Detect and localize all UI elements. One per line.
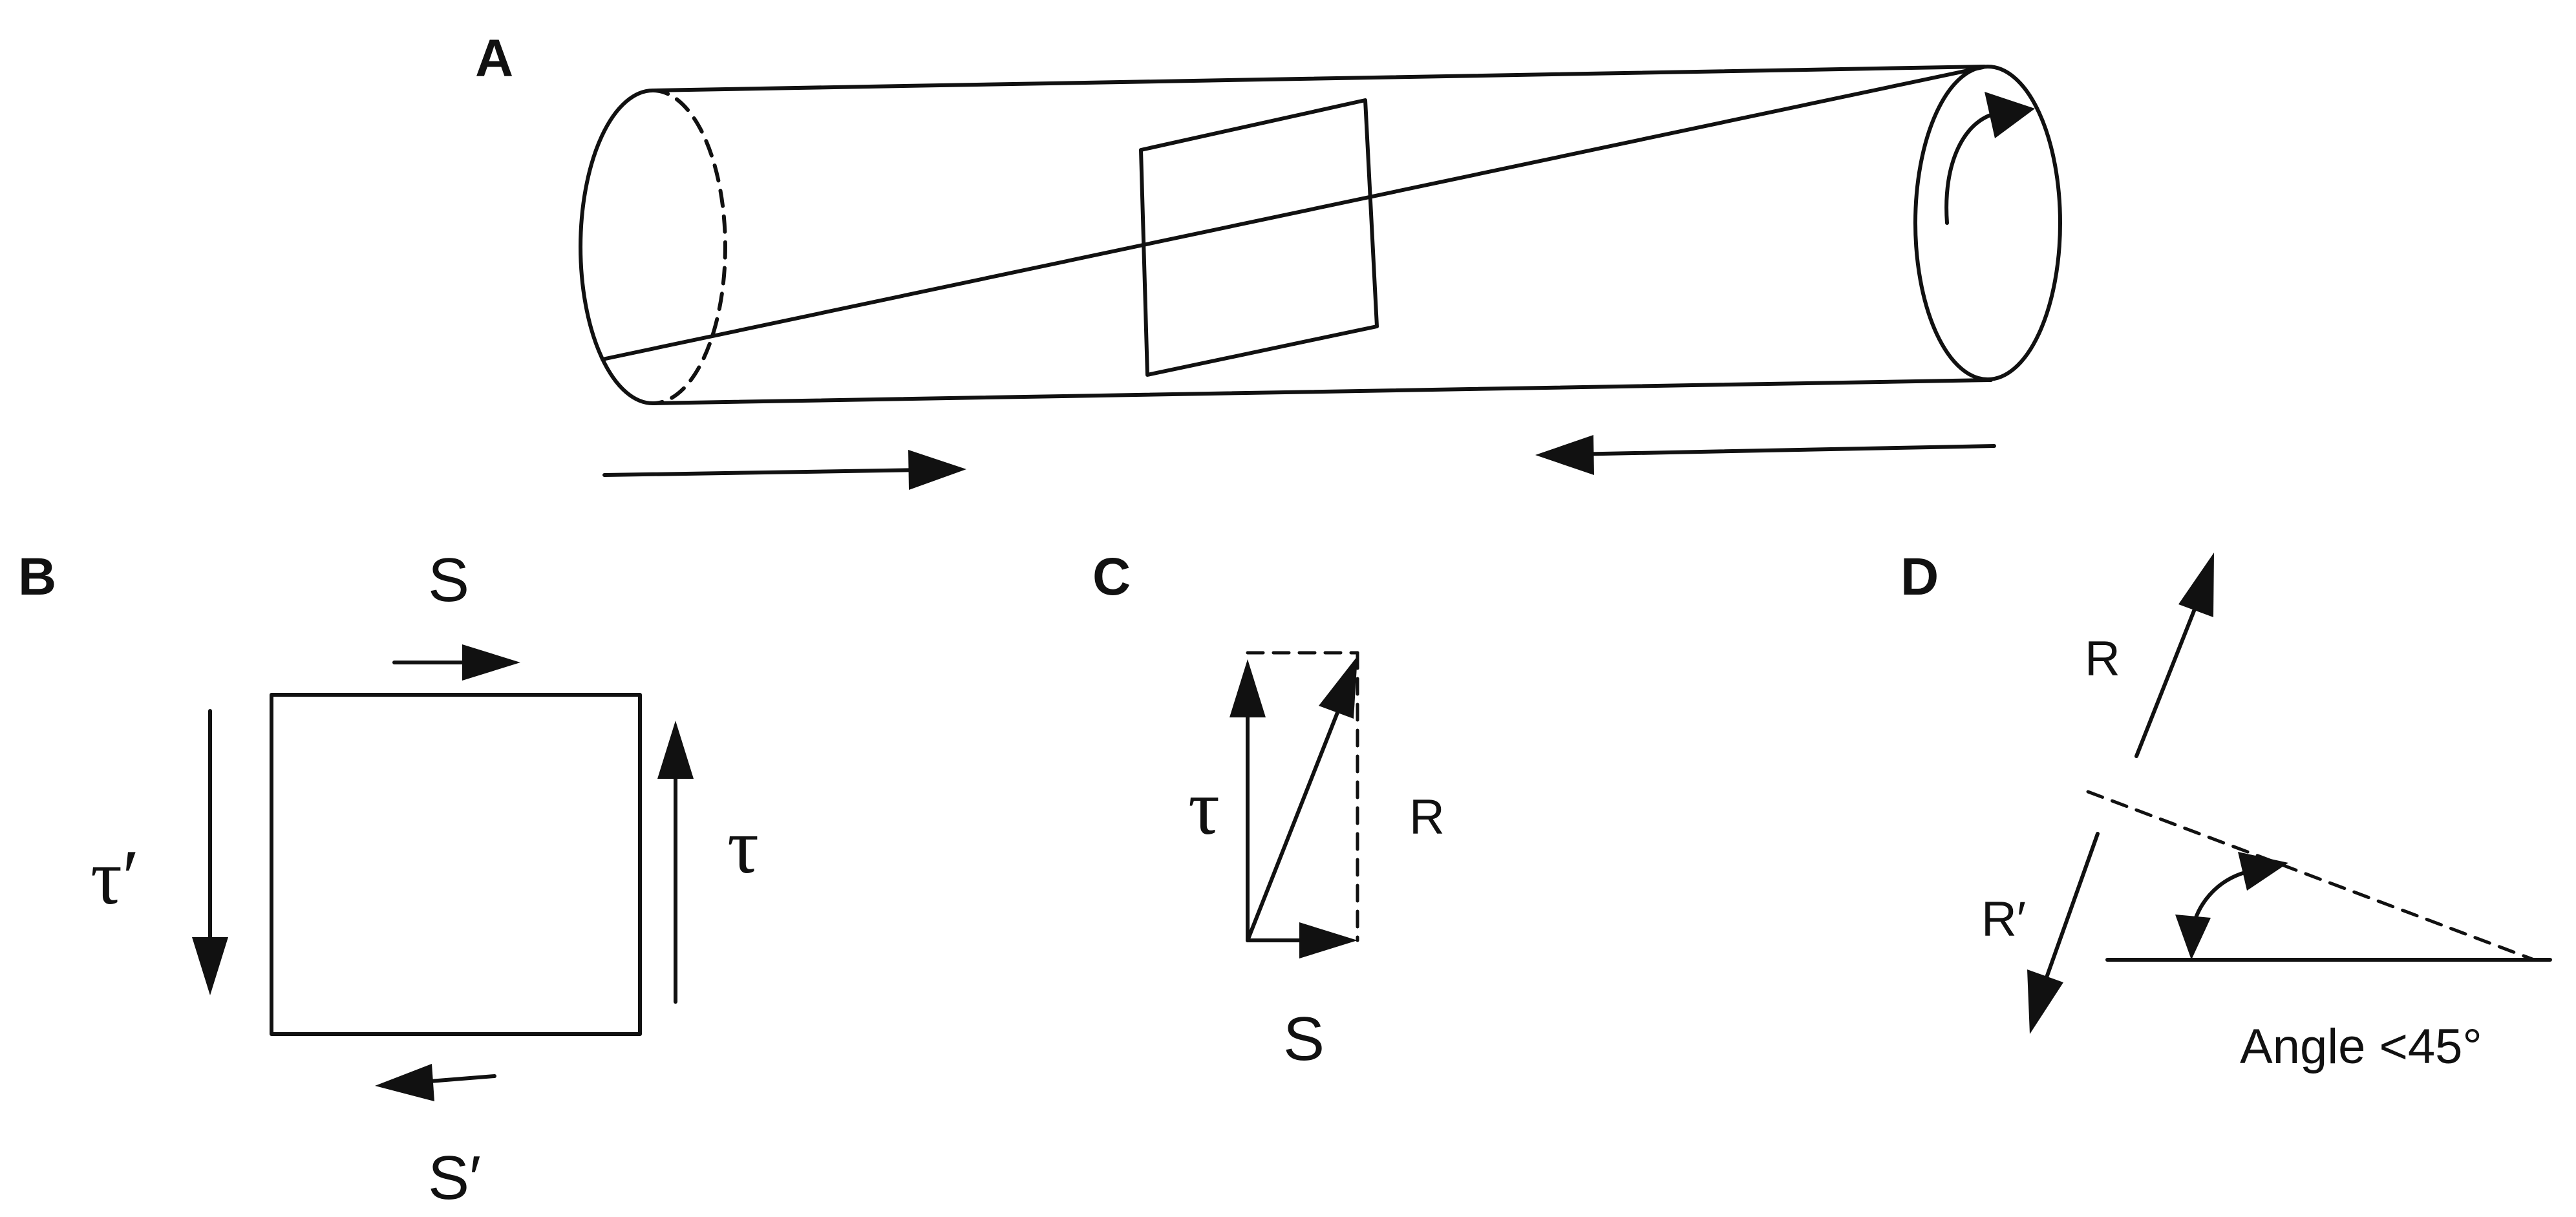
twist-arrow-head (1985, 92, 2035, 138)
panel-d-letter: D (1900, 547, 1939, 606)
panel-d: D R R′ Angle <45° (1900, 547, 2552, 1074)
label-r-d: R (2085, 631, 2120, 686)
principal-dashed-line (2086, 790, 2536, 962)
panel-c: C τ S R (1092, 547, 1445, 1074)
cylinder-left-end-hidden (651, 89, 727, 405)
angle-label: Angle <45° (2240, 1019, 2482, 1074)
s-vector-head (1299, 922, 1357, 958)
surface-element (1139, 98, 1379, 377)
r-prime-arrow (2044, 832, 2100, 981)
tau-vector-head (1229, 659, 1266, 717)
label-s-prime: S′ (428, 1143, 481, 1212)
shear-left-arrow-head (192, 937, 228, 995)
twist-arrow (1944, 111, 1999, 225)
cylinder-right-end (1913, 65, 2062, 381)
axial-arrow-left-head (1535, 435, 1594, 475)
shear-top-arrow-head (462, 644, 520, 681)
label-s-c: S (1283, 1004, 1325, 1074)
panel-b: B S S′ τ′ τ (18, 545, 759, 1212)
label-r-prime: R′ (1981, 892, 2026, 947)
label-r-c: R (1409, 790, 1445, 845)
label-tau-prime: τ′ (90, 834, 140, 921)
axial-arrow-right (602, 468, 926, 477)
cylinder-bottom-edge (651, 378, 1993, 405)
resultant-vector-head (1319, 656, 1357, 719)
helix-line (601, 65, 1985, 361)
cylinder-left-end-front (579, 89, 655, 405)
resultant-vector (1246, 709, 1340, 942)
stress-square (270, 693, 642, 1036)
r-arrow-head (2178, 553, 2214, 617)
label-s-top: S (428, 545, 469, 615)
axial-arrow-left (1569, 444, 1996, 456)
r-prime-arrow-head (2027, 969, 2063, 1034)
cylinder-top-edge (651, 65, 1986, 92)
axial-arrow-right-head (908, 450, 966, 490)
panel-a: A (475, 29, 2062, 490)
shear-bottom-arrow-head (375, 1064, 434, 1101)
panel-c-letter: C (1092, 547, 1131, 606)
panel-b-letter: B (18, 547, 56, 606)
panel-a-letter: A (475, 29, 513, 88)
angle-arc-head-top (2238, 852, 2288, 891)
r-arrow (2134, 599, 2200, 758)
label-tau: τ (727, 803, 759, 890)
angle-arc-head-bottom (2175, 915, 2211, 960)
label-tau-c: τ (1188, 764, 1220, 851)
shear-right-arrow-head (657, 721, 694, 779)
